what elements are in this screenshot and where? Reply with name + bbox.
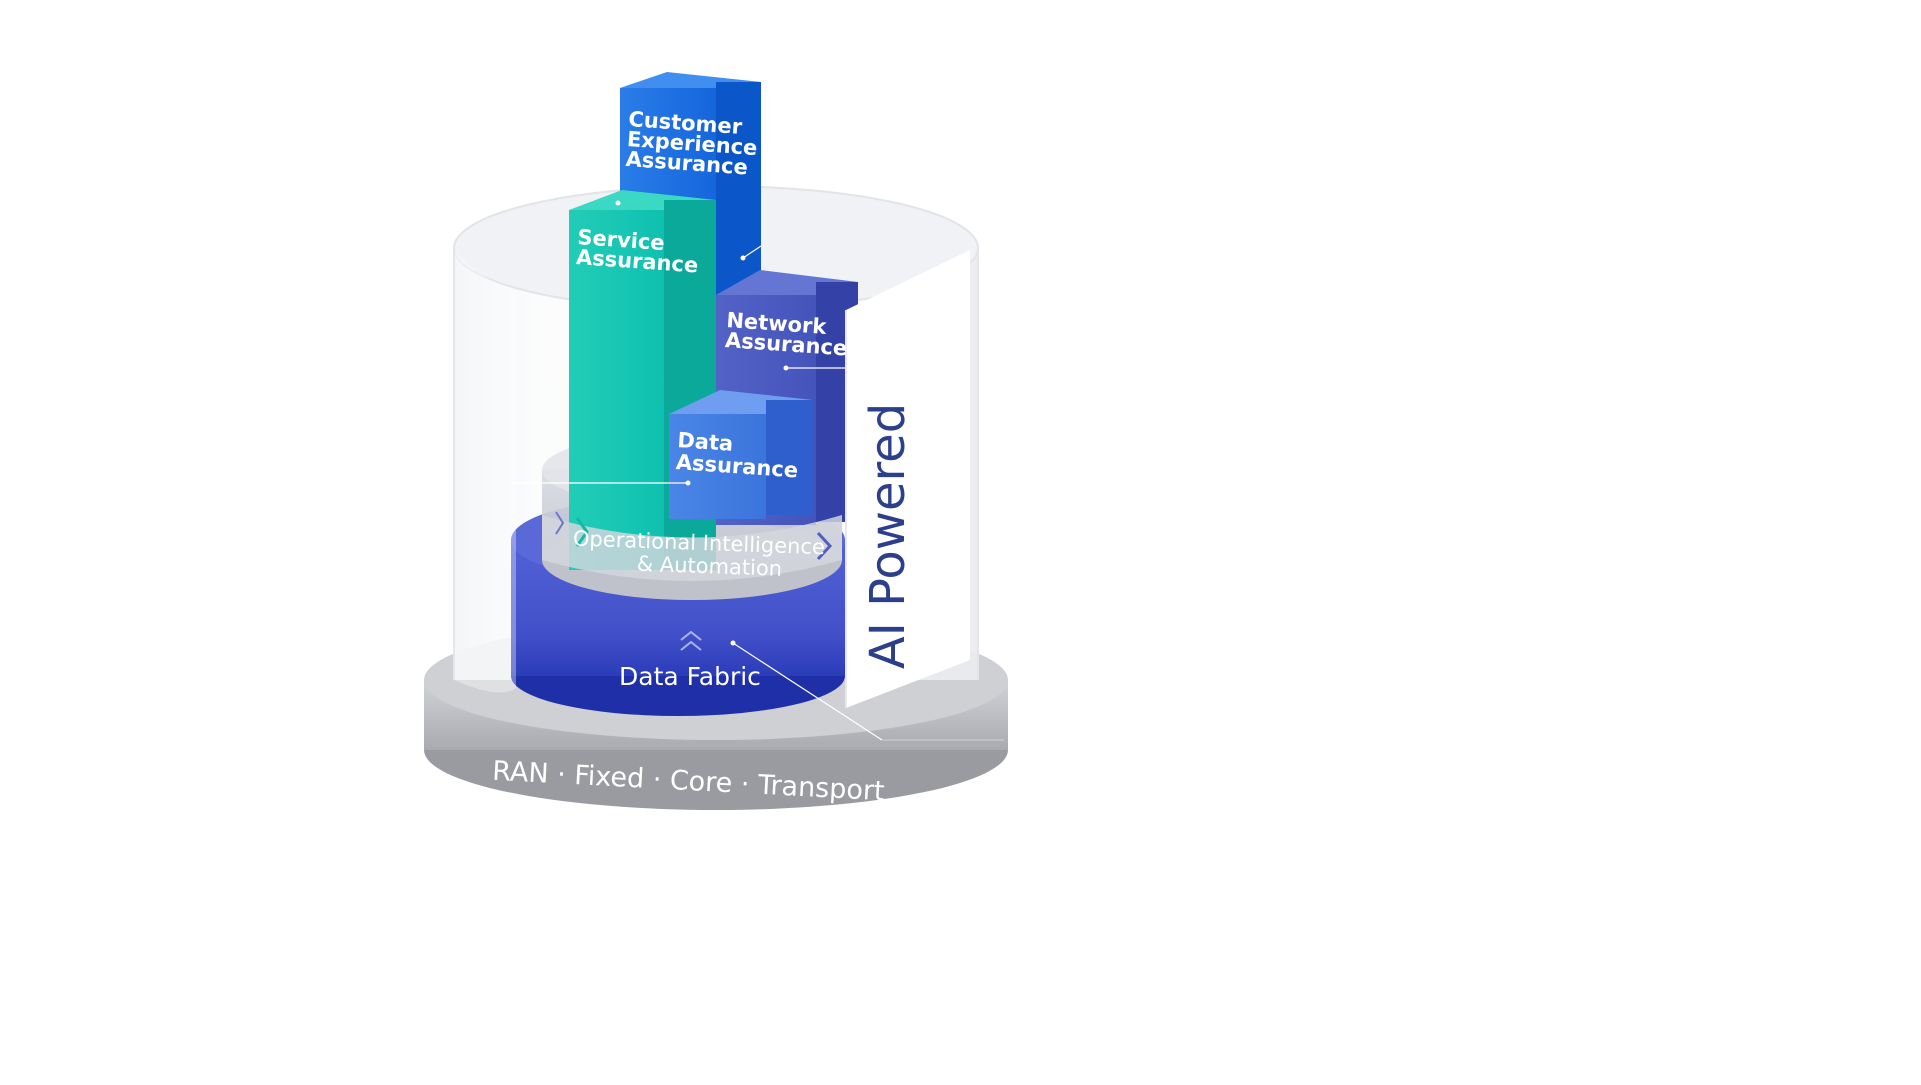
leader-dot [740, 255, 746, 261]
chevron-up-icon [680, 640, 702, 651]
leader-dot [615, 200, 621, 206]
operational-ring-front [542, 511, 842, 581]
leader-dot [783, 365, 789, 371]
chevron-up-icon [680, 630, 702, 641]
leader-dot [685, 480, 691, 486]
data-fabric-details [680, 630, 1004, 741]
ai-cylinder-front [453, 248, 979, 693]
ai-powered-panel [845, 250, 970, 708]
customer-experience-label: Customer Experience Assurance [625, 107, 767, 180]
network-assurance-label: Network Assurance [724, 308, 849, 360]
service-assurance-label: Service Assurance [575, 225, 700, 277]
chevron-right-icon [555, 511, 565, 535]
leader-line [742, 245, 762, 259]
ai-powered-label: AI Powered [860, 403, 916, 669]
chevron-right-icon [816, 531, 833, 561]
leader-dot [730, 640, 736, 646]
chevron-right-icon [575, 517, 589, 547]
data-fabric-label: Data Fabric [619, 662, 761, 691]
data-assurance-bar [512, 390, 813, 519]
leader-line [732, 642, 883, 741]
